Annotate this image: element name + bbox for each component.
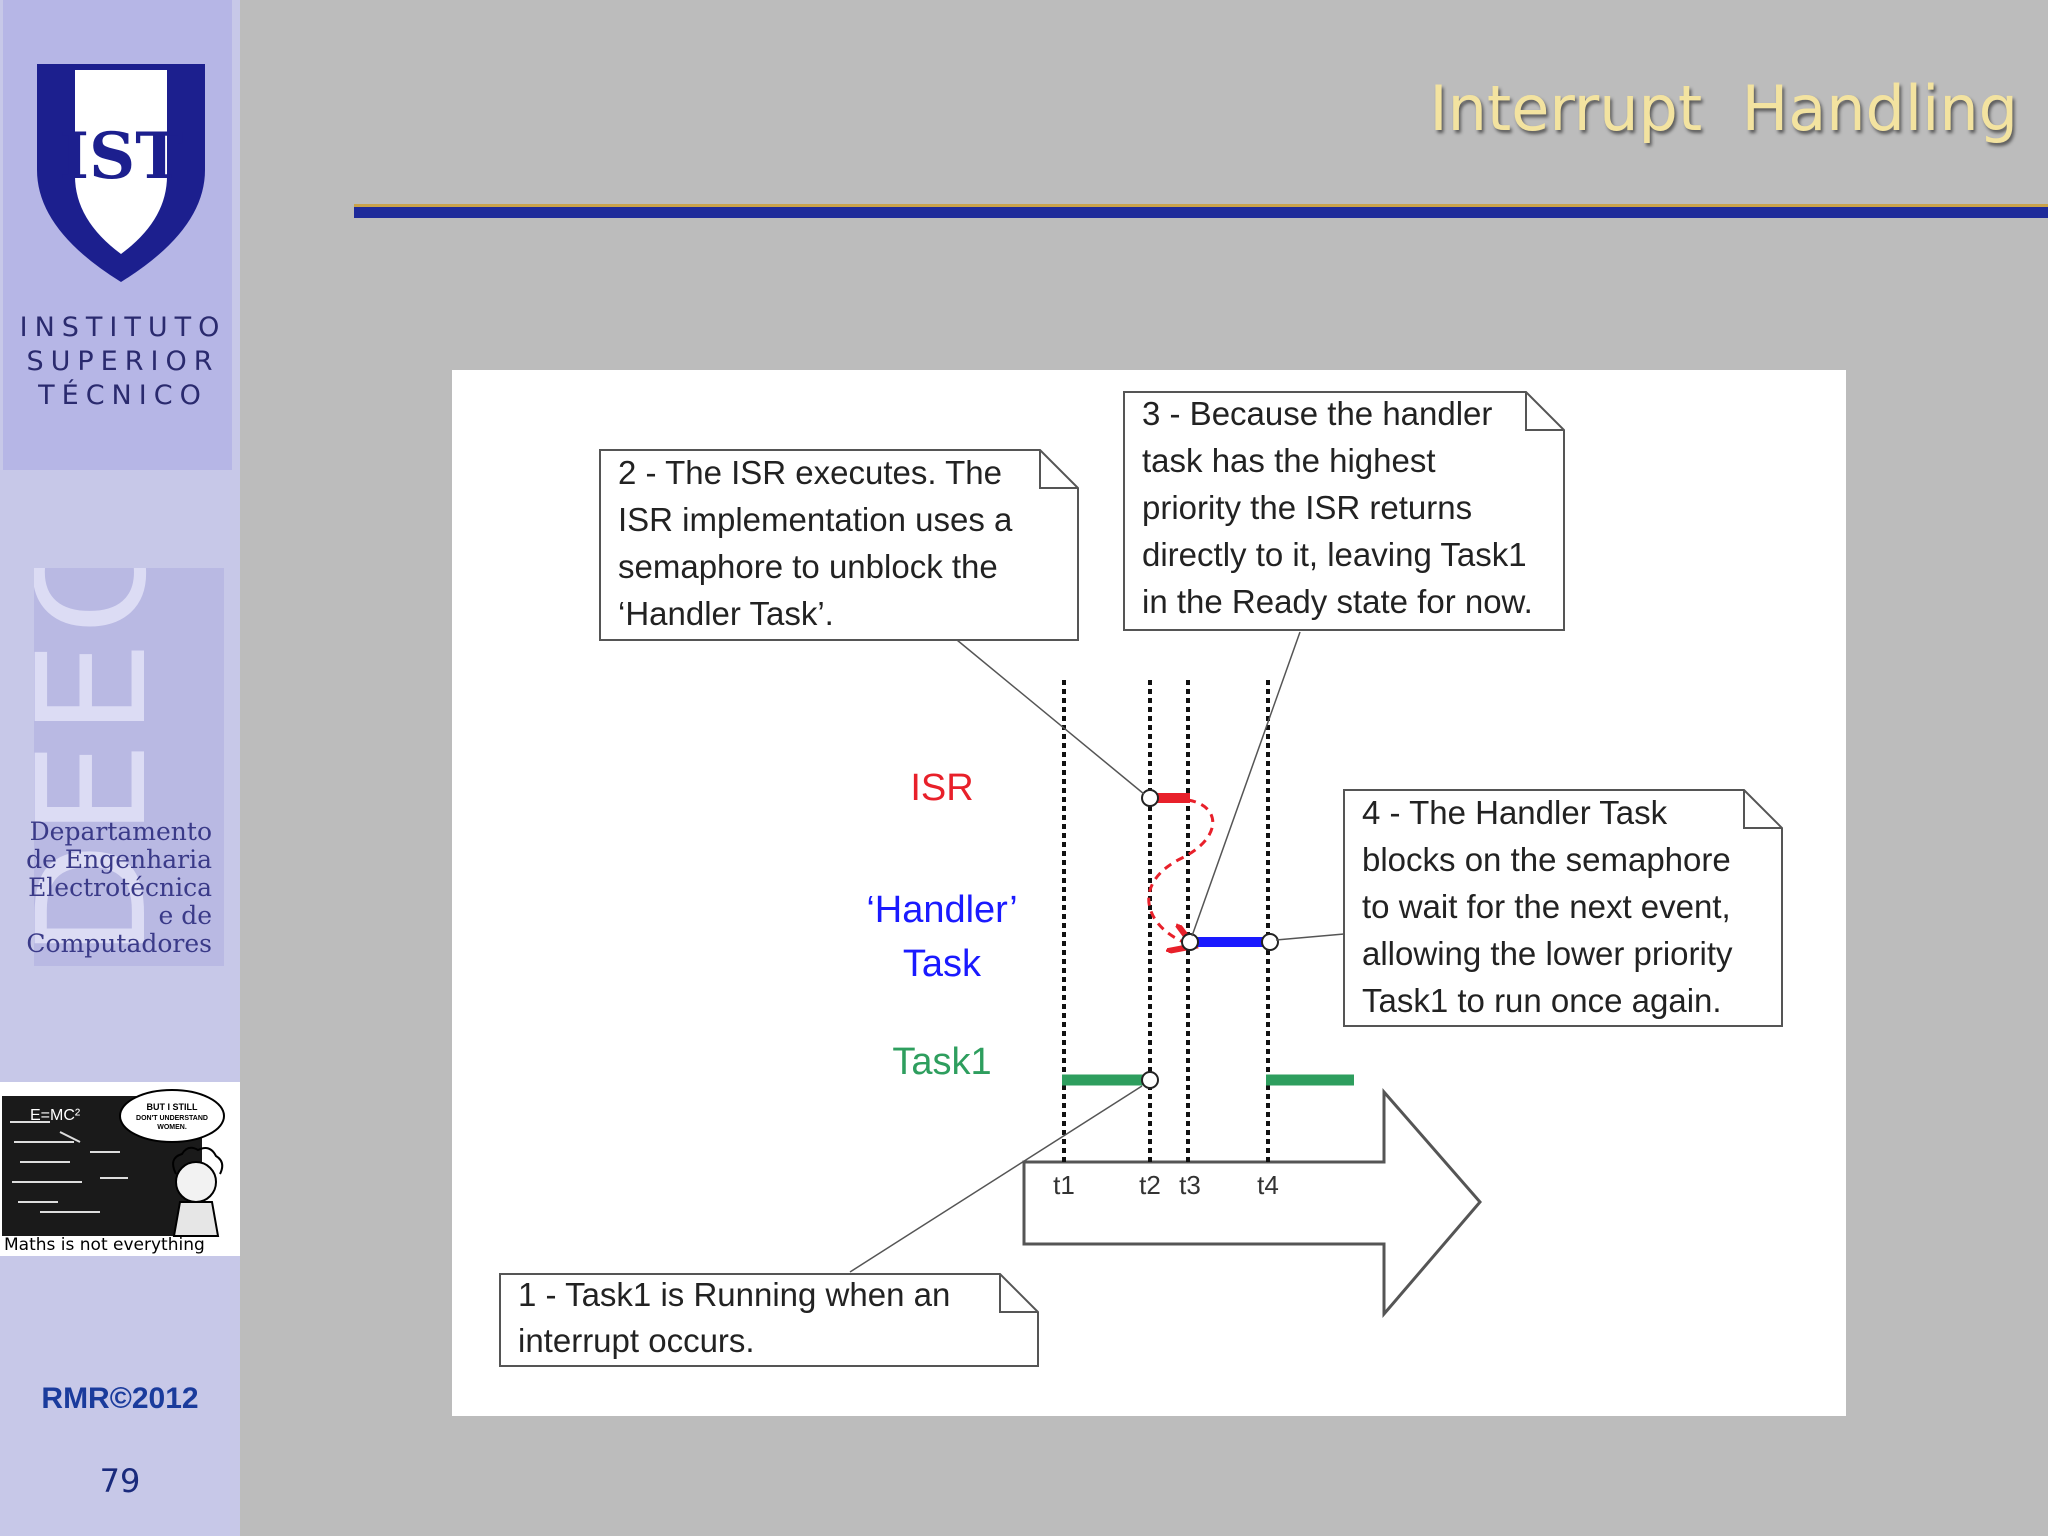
deec-mark-text: DEEC bbox=[34, 568, 180, 958]
note-2-isr-executes: 2 - The ISR executes. The ISR implementa… bbox=[599, 449, 1079, 641]
note-2-leader bbox=[956, 639, 1145, 795]
speech-line-1: BUT I STILL bbox=[147, 1102, 198, 1112]
department-line-4: e de bbox=[158, 901, 212, 930]
note-3-line-2: task has the highest bbox=[1142, 442, 1436, 479]
note-1-task1-running: 1 - Task1 is Running when an interrupt o… bbox=[499, 1273, 1039, 1367]
chalkboard-illustration: E=MC² BUT I STILL DON'T UNDERSTAND WOMEN… bbox=[0, 1082, 240, 1256]
note-2-line-3: semaphore to unblock the bbox=[618, 548, 998, 585]
event-point-task1-interrupt bbox=[1141, 1071, 1159, 1089]
note-4-leader bbox=[1275, 933, 1345, 941]
note-3-leader bbox=[1191, 631, 1301, 937]
institute-line-1: INSTITUTO bbox=[19, 312, 227, 343]
isr-return-path bbox=[1147, 798, 1215, 944]
note-3-line-5: in the Ready state for now. bbox=[1142, 583, 1533, 620]
event-point-handler-start bbox=[1181, 933, 1199, 951]
note-4-line-4: allowing the lower priority bbox=[1362, 935, 1733, 972]
diagram-svg: t1 t2 t3 t4 ISR ‘Handler’ Task Task1 1 -… bbox=[499, 391, 1783, 1367]
chalkboard-formula: E=MC² bbox=[30, 1107, 81, 1124]
deec-panel: DEEC bbox=[34, 568, 224, 966]
page-number: 79 bbox=[99, 1462, 141, 1500]
time-label-t3: t3 bbox=[1179, 1170, 1201, 1200]
institute-line-2: SUPERIOR bbox=[26, 346, 220, 377]
timeline-arrow bbox=[1022, 1088, 1482, 1319]
department-line-2: de Engenharia bbox=[26, 845, 212, 874]
event-point-isr-start bbox=[1141, 789, 1159, 807]
slide-title: Interrupt Handling bbox=[1429, 72, 2018, 145]
note-2-line-4: ‘Handler Task’. bbox=[618, 595, 834, 632]
speech-line-3: WOMEN. bbox=[157, 1124, 187, 1131]
handler-task-label-line1: ‘Handler’ bbox=[866, 889, 1017, 931]
event-point-handler-block bbox=[1261, 933, 1279, 951]
department-line-5: Computadores bbox=[26, 929, 212, 958]
department-line-1: Departamento bbox=[29, 817, 212, 846]
note-3-line-4: directly to it, leaving Task1 bbox=[1142, 536, 1527, 573]
note-4-handler-blocks: 4 - The Handler Task blocks on the semap… bbox=[1343, 789, 1783, 1027]
note-1-line-2: interrupt occurs. bbox=[518, 1322, 755, 1359]
task1-label: Task1 bbox=[892, 1041, 991, 1083]
time-label-t4: t4 bbox=[1257, 1170, 1279, 1200]
isr-label: ISR bbox=[910, 767, 973, 809]
handler-task-label-line2: Task bbox=[903, 943, 982, 985]
note-3-line-3: priority the ISR returns bbox=[1142, 489, 1472, 526]
note-4-line-5: Task1 to run once again. bbox=[1362, 982, 1722, 1019]
title-underline bbox=[354, 206, 2048, 218]
note-2-line-2: ISR implementation uses a bbox=[618, 501, 1013, 538]
ist-logo-panel: IST INSTITUTO SUPERIOR TÉCNICO bbox=[3, 0, 232, 470]
note-1-line-1: 1 - Task1 is Running when an bbox=[518, 1276, 950, 1313]
note-1-leader bbox=[849, 1085, 1143, 1273]
deec-mark: DEEC bbox=[34, 568, 180, 958]
footer-copyright: RMR©2012 bbox=[41, 1382, 199, 1415]
cartoon-caption: Maths is not everything bbox=[4, 1235, 205, 1255]
ist-logo-text: IST bbox=[59, 119, 183, 194]
note-3-line-1: 3 - Because the handler bbox=[1142, 395, 1492, 432]
time-label-t1: t1 bbox=[1053, 1170, 1075, 1200]
speech-line-2: DON'T UNDERSTAND bbox=[136, 1115, 208, 1122]
title-underline-accent bbox=[354, 204, 2048, 207]
note-4-line-1: 4 - The Handler Task bbox=[1362, 794, 1668, 831]
interrupt-timing-diagram: t1 t2 t3 t4 ISR ‘Handler’ Task Task1 1 -… bbox=[452, 370, 1846, 1416]
note-2-line-1: 2 - The ISR executes. The bbox=[618, 454, 1002, 491]
department-line-3: Electrotécnica bbox=[28, 873, 212, 902]
time-label-t2: t2 bbox=[1139, 1170, 1161, 1200]
note-3-handler-priority: 3 - Because the handler task has the hig… bbox=[1123, 391, 1565, 631]
note-4-line-3: to wait for the next event, bbox=[1362, 888, 1731, 925]
einstein-cartoon: E=MC² BUT I STILL DON'T UNDERSTAND WOMEN… bbox=[0, 1082, 240, 1256]
sidebar: IST INSTITUTO SUPERIOR TÉCNICO DEEC Depa… bbox=[0, 0, 240, 1536]
note-4-line-2: blocks on the semaphore bbox=[1362, 841, 1731, 878]
ist-shield-logo: IST bbox=[37, 64, 205, 282]
institute-line-3: TÉCNICO bbox=[38, 380, 208, 411]
